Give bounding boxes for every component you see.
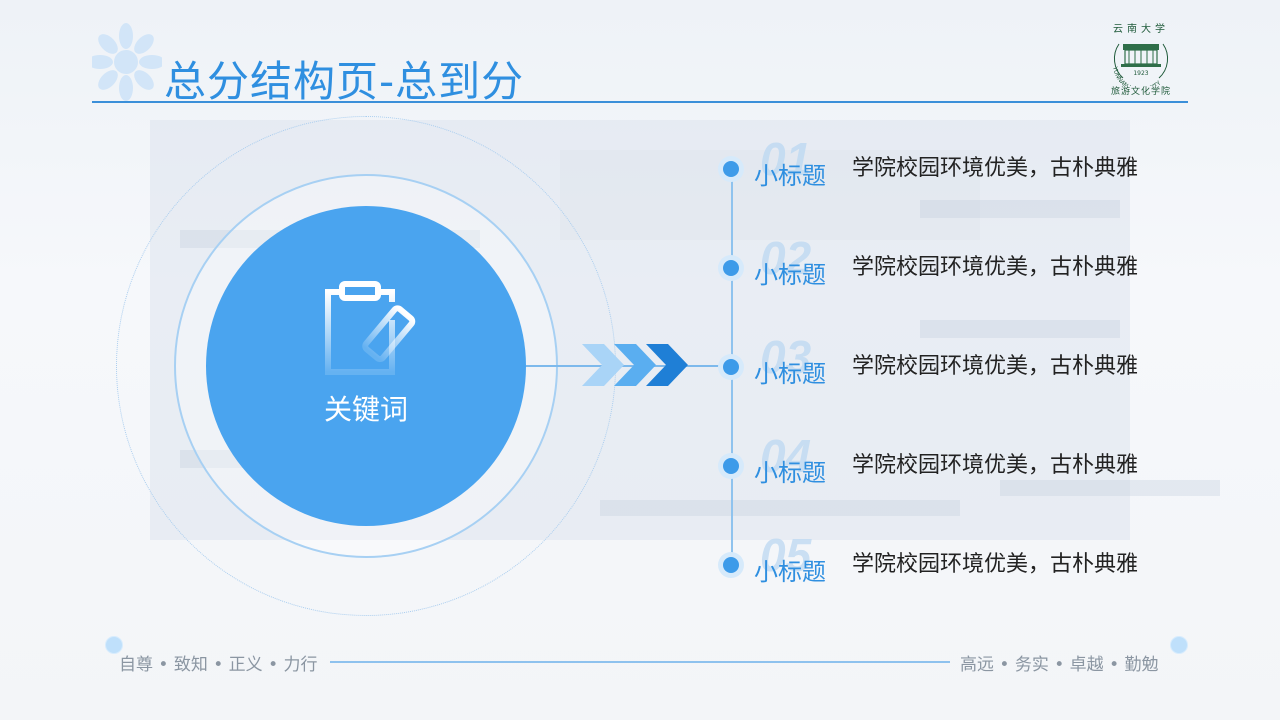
- footer-motto-left: 自尊 • 致知 • 正义 • 力行: [119, 655, 318, 675]
- flower-decoration-icon: [92, 23, 162, 101]
- item-number: 02: [760, 232, 812, 284]
- item-subtitle: 小标题: [754, 558, 826, 586]
- item-subtitle: 小标题: [754, 261, 826, 289]
- item-number: 04: [760, 430, 812, 482]
- bullet-dot: [723, 260, 739, 276]
- item-description: 学院校园环境优美，古朴典雅: [852, 453, 1139, 478]
- bullet-dot: [723, 458, 739, 474]
- footer-motto-right: 高远 • 务实 • 卓越 • 勤勉: [960, 655, 1159, 675]
- list-item: 01 小标题 学院校园环境优美，古朴典雅: [718, 133, 1178, 198]
- item-subtitle: 小标题: [754, 360, 826, 388]
- item-description: 学院校园环境优美，古朴典雅: [852, 354, 1139, 379]
- bullet-dot: [723, 359, 739, 375]
- bullet-dot: [723, 161, 739, 177]
- title-divider: [92, 101, 1188, 103]
- logo-ring-text: YUNNAN UNIVERSITY: [1111, 65, 1163, 86]
- item-number: 03: [760, 331, 812, 383]
- svg-text:YUNNAN UNIVERSITY: YUNNAN UNIVERSITY: [1111, 65, 1163, 86]
- item-number: 01: [760, 133, 812, 185]
- footer-left-dot: [105, 636, 123, 654]
- triple-chevron-arrow-icon: [582, 344, 688, 386]
- list-item: 05 小标题 学院校园环境优美，古朴典雅: [718, 529, 1178, 594]
- connector-line: [526, 365, 732, 367]
- logo-year: 1923: [1133, 70, 1148, 77]
- clipboard-pencil-icon: [325, 281, 416, 375]
- item-description: 学院校园环境优美，古朴典雅: [852, 255, 1139, 280]
- item-subtitle: 小标题: [754, 459, 826, 487]
- list-item: 02 小标题 学院校园环境优美，古朴典雅: [718, 232, 1178, 297]
- item-description: 学院校园环境优美，古朴典雅: [852, 552, 1139, 577]
- logo-emblem-icon: 1923: [1113, 43, 1169, 79]
- logo-bottom-text: 旅游文化学院: [1110, 87, 1171, 97]
- list-item: 04 小标题 学院校园环境优美，古朴典雅: [718, 430, 1178, 495]
- footer-divider: [330, 661, 950, 663]
- list-item: 03 小标题 学院校园环境优美，古朴典雅: [718, 331, 1178, 396]
- bullet-dot: [723, 557, 739, 573]
- item-description: 学院校园环境优美，古朴典雅: [852, 156, 1139, 181]
- item-subtitle: 小标题: [754, 162, 826, 190]
- item-number: 05: [760, 529, 812, 581]
- keyword-label: 关键词: [323, 393, 408, 426]
- university-logo: 云南大学 1923 YUNNAN UNIVERSITY 旅游文化学院: [1106, 20, 1176, 98]
- logo-top-text: 云南大学: [1113, 24, 1169, 35]
- keyword-circle: [206, 206, 526, 526]
- footer-right-dot: [1170, 636, 1188, 654]
- page-title: 总分结构页-总到分: [164, 57, 525, 106]
